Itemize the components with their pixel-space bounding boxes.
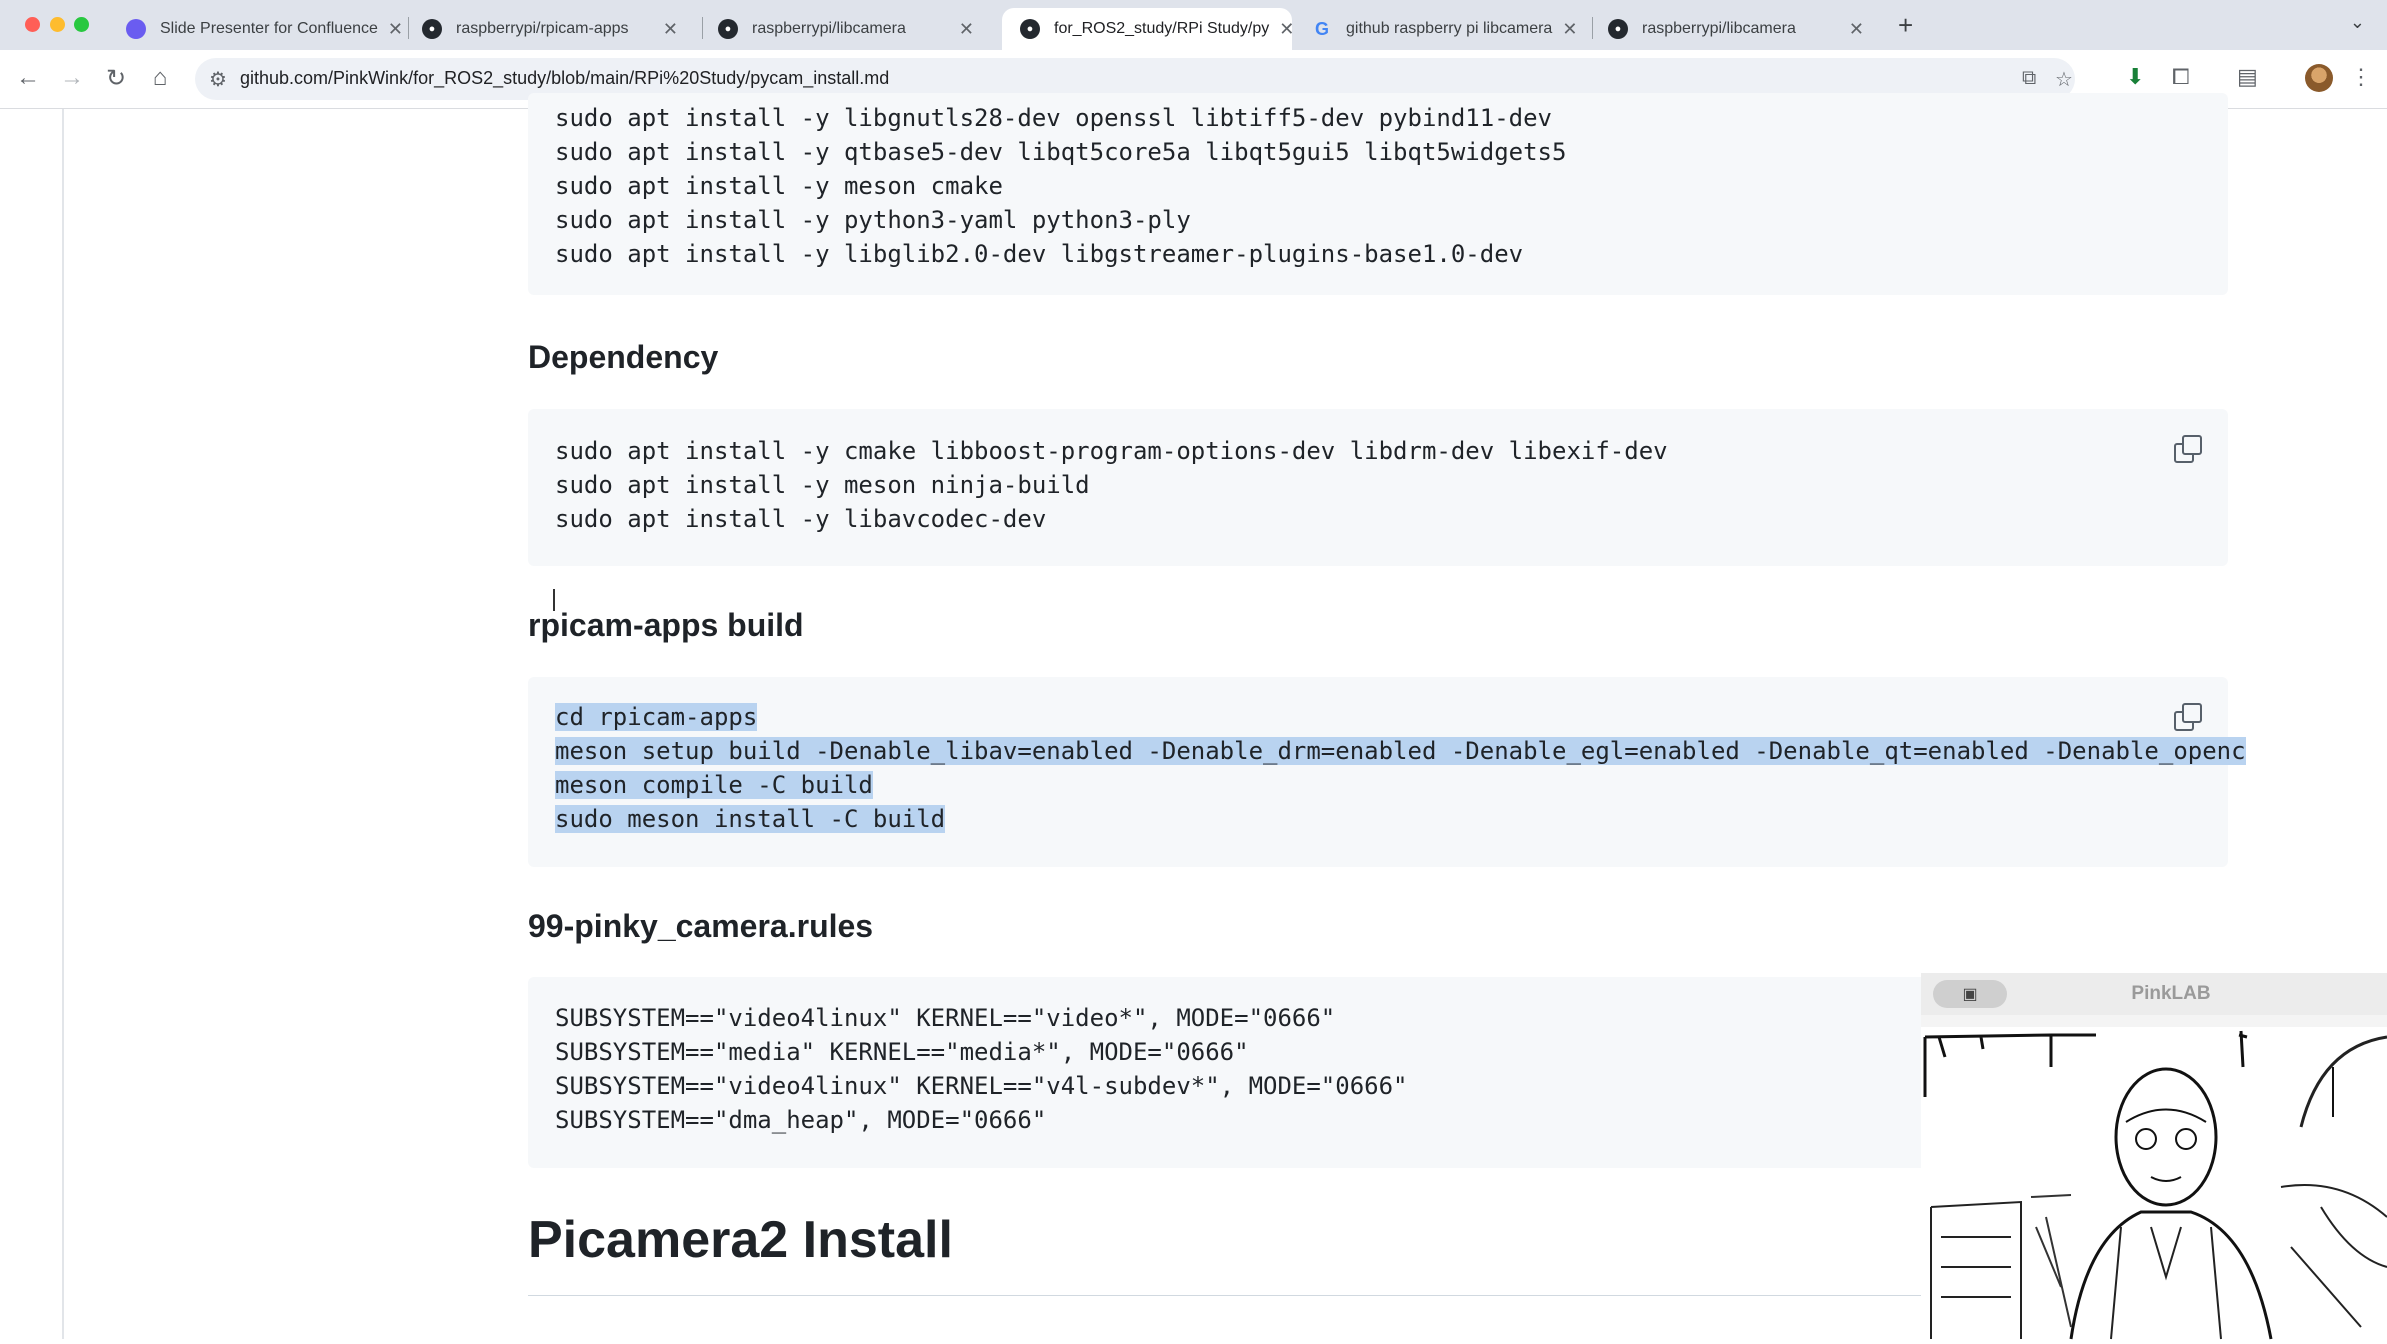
markdown-page: sudo apt install -y libgnutls28-dev open… (0, 93, 2387, 1339)
tab-search-icon[interactable]: ⌄ (2349, 12, 2365, 32)
code-line: sudo apt install -y cmake libboost-progr… (555, 437, 1668, 465)
site-info-icon[interactable]: ⚙ (209, 69, 227, 91)
code-line: sudo apt install -y libavcodec-dev (555, 505, 1047, 533)
code-line: sudo apt install -y python3-yaml python3… (555, 206, 1191, 234)
new-tab-button[interactable]: + (1898, 10, 1914, 40)
tab-rpicam-apps[interactable]: ● raspberrypi/rpicam-apps ✕ (404, 8, 696, 50)
close-tab-icon[interactable]: ✕ (1279, 18, 1295, 39)
copy-icon[interactable] (2174, 703, 2202, 731)
close-tab-icon[interactable]: ✕ (1562, 18, 1578, 39)
code-line: SUBSYSTEM=="video4linux" KERNEL=="v4l-su… (555, 1072, 1408, 1100)
forward-icon[interactable]: → (60, 64, 84, 91)
github-icon: ● (1608, 19, 1628, 39)
tab-separator (702, 17, 703, 39)
code-line: meson compile -C build (555, 771, 873, 799)
google-icon: G (1314, 18, 1329, 39)
menu-kebab-icon[interactable]: ⋮ (2350, 64, 2372, 89)
code-line: cd rpicam-apps (555, 703, 758, 731)
code-line: SUBSYSTEM=="media" KERNEL=="media*", MOD… (555, 1038, 1249, 1066)
code-line: sudo apt install -y qtbase5-dev libqt5co… (555, 138, 1567, 166)
tab-google-search[interactable]: G github raspberry pi libcamera ✕ (1294, 8, 1586, 50)
profile-avatar[interactable] (2305, 64, 2333, 92)
heading-dependency: Dependency (528, 339, 719, 375)
github-icon: ● (422, 19, 442, 39)
presenter-icon: ▣ (1962, 986, 1978, 1003)
download-icon[interactable]: ⬇ (2126, 64, 2145, 89)
webcam-sketch-image (1921, 1027, 2387, 1340)
heading-picamera2-install: Picamera2 Install (528, 1211, 953, 1269)
code-line: sudo apt install -y libgnutls28-dev open… (555, 104, 1552, 132)
page-left-border (62, 109, 64, 1339)
heading-divider (528, 1295, 2228, 1296)
close-tab-icon[interactable]: ✕ (662, 18, 678, 39)
code-line: sudo meson install -C build (555, 805, 946, 833)
code-line: SUBSYSTEM=="video4linux" KERNEL=="video*… (555, 1004, 1336, 1032)
close-tab-icon[interactable]: ✕ (387, 18, 403, 39)
extensions-icon[interactable]: ⧠ (2172, 64, 2190, 89)
webcam-overlay[interactable]: ▣ PinkLAB (1921, 973, 2387, 1340)
maximize-window-button[interactable] (74, 17, 89, 32)
code-line: sudo apt install -y libglib2.0-dev libgs… (555, 240, 1524, 268)
code-block-packages: sudo apt install -y libgnutls28-dev open… (528, 93, 2228, 295)
url-text[interactable]: github.com/PinkWink/for_ROS2_study/blob/… (240, 68, 890, 88)
close-tab-icon[interactable]: ✕ (1848, 18, 1864, 39)
code-block-dependency: sudo apt install -y cmake libboost-progr… (528, 409, 2228, 566)
tab-libcamera[interactable]: ● raspberrypi/libcamera ✕ (700, 8, 992, 50)
heading-camera-rules: 99-pinky_camera.rules (528, 908, 874, 944)
tab-for-ros2-study[interactable]: ● for_ROS2_study/RPi Study/py ✕ (1002, 8, 1295, 50)
close-tab-icon[interactable]: ✕ (958, 18, 974, 39)
side-panel-icon[interactable]: ▤ (2237, 64, 2258, 89)
close-window-button[interactable] (25, 17, 40, 32)
github-icon: ● (1020, 19, 1040, 39)
code-line: SUBSYSTEM=="dma_heap", MODE="0666" (555, 1106, 1047, 1134)
home-icon[interactable]: ⌂ (152, 64, 168, 91)
github-icon: ● (718, 19, 738, 39)
tab-separator (1592, 17, 1593, 39)
webcam-feed (1921, 1027, 2387, 1340)
heading-rpicam-apps-build: rpicam-apps build (528, 607, 804, 643)
webcam-toggle-button[interactable]: ▣ (1933, 980, 2007, 1008)
tab-libcamera-2[interactable]: ● raspberrypi/libcamera ✕ (1590, 8, 1882, 50)
copy-icon[interactable] (2174, 435, 2202, 463)
bookmark-star-icon[interactable]: ☆ (2055, 69, 2073, 91)
webcam-titlebar: ▣ PinkLAB (1921, 973, 2387, 1015)
tab-separator (408, 17, 409, 39)
code-block-rpicam-build: cd rpicam-apps meson setup build -Denabl… (528, 677, 2246, 867)
slide-presenter-icon (126, 19, 146, 39)
tab-strip: Slide Presenter for Confluence ✕ ● raspb… (0, 0, 2387, 50)
text-cursor-icon (553, 589, 555, 611)
back-icon[interactable]: ← (16, 64, 40, 91)
code-line: sudo apt install -y meson ninja-build (555, 471, 1090, 499)
code-line: meson setup build -Denable_libav=enabled… (555, 737, 2246, 765)
tab-slide-presenter[interactable]: Slide Presenter for Confluence ✕ (108, 8, 403, 50)
minimize-window-button[interactable] (50, 17, 65, 32)
reload-icon[interactable]: ↻ (105, 65, 127, 92)
install-app-icon[interactable]: ⧉ (2022, 67, 2037, 89)
webcam-title: PinkLAB (2131, 983, 2211, 1004)
code-line: sudo apt install -y meson cmake (555, 172, 1003, 200)
